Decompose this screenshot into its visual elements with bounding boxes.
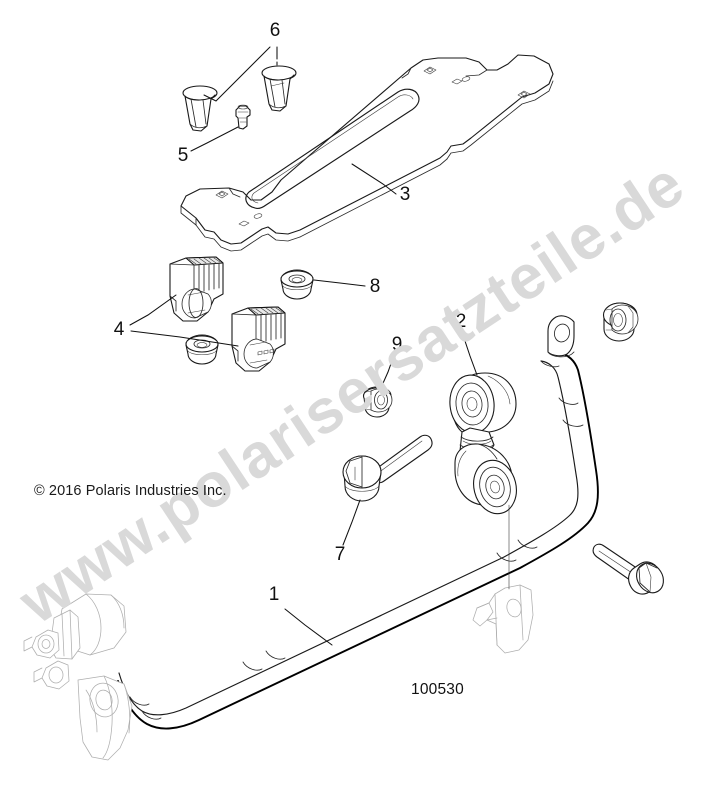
part-flange-bolt-7[interactable] [342,434,433,502]
part-push-rivet-right[interactable] [261,65,297,112]
part-stabilizer-link[interactable] [447,372,522,518]
part-grease-fitting[interactable] [235,104,251,130]
part-ghost-knuckle-assembly [23,593,133,761]
callout-numbers: 1 2 3 4 5 6 7 8 9 [114,20,467,605]
part-flange-bolt-bottom-right[interactable] [592,543,669,598]
part-bushing-clamp-lower[interactable] [231,306,286,372]
callout-9: 9 [392,334,403,355]
callout-7: 7 [335,544,346,565]
diagram-part-number: 100530 [411,681,464,698]
part-flange-nut-8[interactable] [280,269,314,300]
part-flange-nut-lower-left[interactable] [185,334,219,365]
callout-5: 5 [178,145,189,166]
leader-lines [129,46,478,646]
part-stabilizer-bar[interactable] [117,315,599,730]
part-flange-nut-9[interactable] [362,386,393,418]
callout-1: 1 [269,584,280,605]
copyright-notice: © 2016 Polaris Industries Inc. [34,483,227,499]
callout-6: 6 [270,20,281,41]
part-mounting-plate[interactable] [180,54,554,252]
callout-3: 3 [400,184,411,205]
callout-2: 2 [456,311,467,332]
callout-8: 8 [370,276,381,297]
part-bushing-clamp-upper[interactable] [169,256,224,322]
part-push-rivet-left[interactable] [182,85,218,132]
part-flange-nut-top-right[interactable] [602,302,639,342]
callout-4: 4 [114,319,125,340]
part-ghost-mount-bracket [472,504,534,654]
